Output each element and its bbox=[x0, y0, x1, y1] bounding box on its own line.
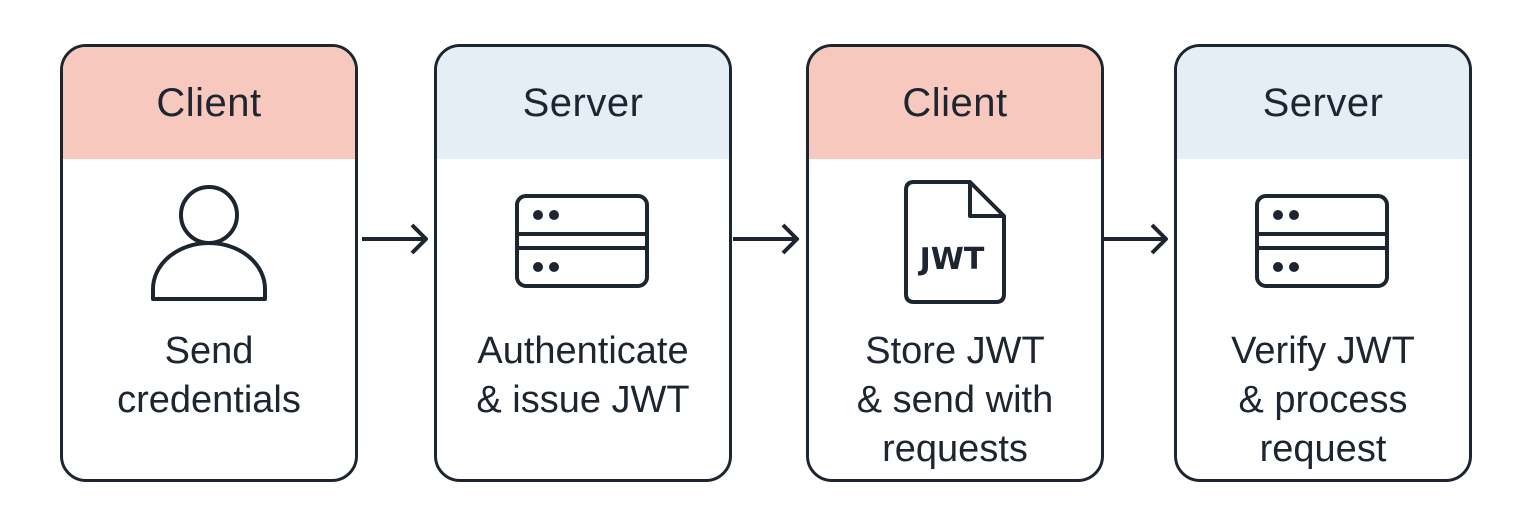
arrow-right-icon bbox=[362, 223, 428, 255]
step-card-authenticate: Server Authenticate & issue JWT bbox=[434, 44, 732, 482]
card-header-client: Client bbox=[809, 47, 1101, 159]
description-line: credentials bbox=[117, 379, 301, 421]
jwt-document-icon: JWT bbox=[809, 175, 1101, 309]
user-icon bbox=[63, 175, 355, 309]
server-icon bbox=[437, 175, 729, 309]
step-card-store-jwt: Client JWT Store JWT & send with request… bbox=[806, 44, 1104, 482]
description-line: request bbox=[1259, 428, 1387, 470]
step-card-send-credentials: Client Send credentials bbox=[60, 44, 358, 482]
jwt-label: JWT bbox=[918, 242, 985, 277]
card-header-client: Client bbox=[63, 47, 355, 159]
card-header-server: Server bbox=[1177, 47, 1469, 159]
card-description: Store JWT & send with requests bbox=[809, 327, 1101, 474]
card-header-server: Server bbox=[437, 47, 729, 159]
server-icon bbox=[1177, 175, 1469, 309]
description-line: & issue JWT bbox=[476, 379, 690, 421]
description-line: & send with bbox=[856, 379, 1054, 421]
description-line: requests bbox=[882, 428, 1028, 470]
description-line: & process bbox=[1238, 379, 1408, 421]
arrow-right-icon bbox=[1102, 223, 1168, 255]
description-line: Verify JWT bbox=[1231, 330, 1415, 372]
description-line: Send bbox=[164, 330, 254, 372]
arrow-right-icon bbox=[733, 223, 799, 255]
card-description: Authenticate & issue JWT bbox=[437, 327, 729, 425]
card-description: Send credentials bbox=[63, 327, 355, 425]
card-description: Verify JWT & process request bbox=[1177, 327, 1469, 474]
description-line: Authenticate bbox=[477, 330, 689, 372]
description-line: Store JWT bbox=[865, 330, 1045, 372]
step-card-verify-jwt: Server Verify JWT & process request bbox=[1174, 44, 1472, 482]
